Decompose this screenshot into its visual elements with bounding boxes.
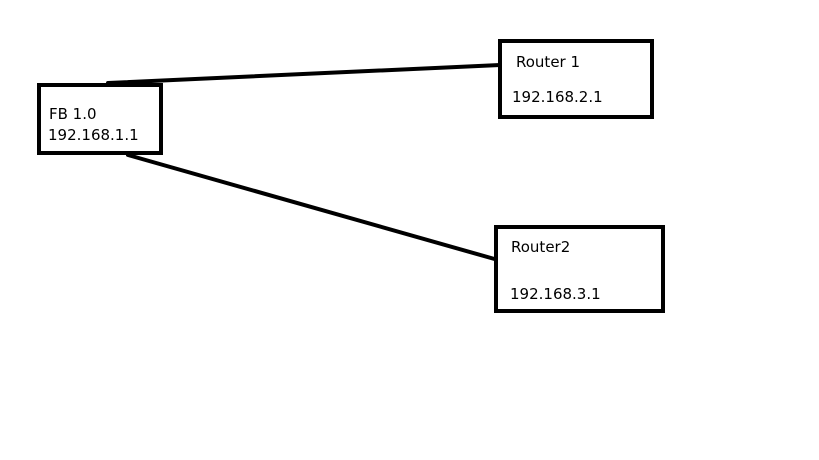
node-fb-1-0: FB 1.0 192.168.1.1 (37, 83, 163, 155)
link-fb-to-router2 (126, 153, 500, 262)
node-ip-address: 192.168.1.1 (48, 126, 139, 144)
node-router-2: Router2 192.168.3.1 (494, 225, 665, 313)
node-label: Router2 (511, 238, 571, 256)
link-fb-to-router1 (106, 63, 502, 85)
node-label: Router 1 (516, 53, 581, 71)
node-label: FB 1.0 (49, 105, 97, 123)
node-ip-address: 192.168.2.1 (512, 88, 603, 106)
node-ip-address: 192.168.3.1 (510, 285, 601, 303)
node-router-1: Router 1 192.168.2.1 (498, 39, 654, 119)
